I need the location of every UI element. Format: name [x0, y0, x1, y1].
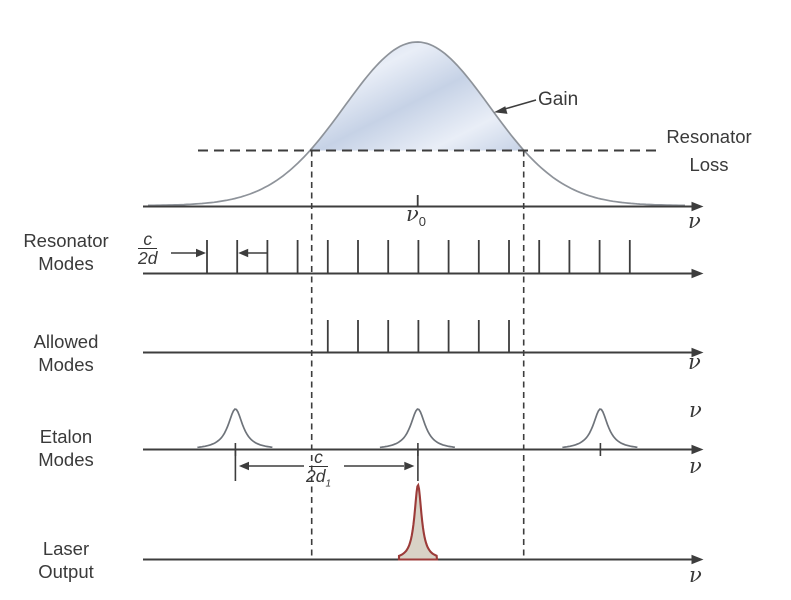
nu-subscript: 0: [418, 214, 427, 230]
laser-output-axis-arrowhead: [691, 554, 704, 565]
spacing-numerator: c: [138, 230, 158, 249]
spacing-denominator: 2d1: [306, 467, 331, 489]
gain-pointer-arrowhead: [494, 106, 508, 114]
gain-curve-label: Gain: [538, 89, 579, 110]
etalon-spacing-arrow-left-head: [238, 461, 249, 471]
etalon-mode-peak: [197, 408, 273, 449]
etalon-modes-axis-label: ν: [689, 454, 702, 478]
etalon-mode-peak: [562, 408, 638, 449]
resonator-loss-label: Resonator Loss: [650, 123, 768, 179]
row-label-allowed-modes: Allowed Modes: [6, 330, 126, 376]
spacing-denominator-text: 2d: [306, 466, 326, 486]
allowed-modes-axis-label: ν: [688, 350, 701, 374]
nu-symbol: ν: [406, 202, 419, 226]
row-label-line: Allowed: [33, 331, 99, 352]
spacing-numerator: c: [309, 448, 328, 467]
etalon-spacing-arrow-right-head: [404, 461, 415, 471]
gain-pointer-line: [502, 99, 537, 111]
row-label-line: Modes: [38, 253, 94, 274]
etalon-mode-peak: [379, 408, 455, 449]
spacing-denominator-subscript: 1: [325, 478, 332, 490]
row-label-line: Laser: [42, 538, 90, 559]
etalon-modes-upper-axis-label: ν: [689, 398, 702, 422]
etalon-modes-axis-arrowhead: [691, 444, 704, 455]
gain-frequency-axis-arrowhead: [691, 201, 704, 212]
row-label-line: Modes: [38, 354, 94, 375]
gain-axis-label: ν: [688, 209, 701, 233]
row-label-etalon-modes: Etalon Modes: [6, 425, 126, 471]
row-label-line: Modes: [38, 449, 94, 470]
gain-curve: [148, 41, 685, 207]
row-label-laser-output: Laser Output: [6, 537, 126, 583]
resonator-mode-spacing-label: c 2d: [138, 230, 157, 267]
peak-frequency-label: ν0: [406, 202, 427, 230]
row-label-line: Output: [38, 561, 94, 582]
etalon-mode-spacing-label: c 2d1: [306, 448, 331, 489]
row-label-resonator-modes: Resonator Modes: [6, 229, 126, 275]
laser-output-peak: [397, 482, 439, 561]
resonator-modes-axis-arrowhead: [691, 268, 704, 279]
resonator-loss-label-line1: Resonator: [666, 126, 752, 147]
laser-output-axis-label: ν: [689, 563, 702, 587]
row-label-line: Etalon: [39, 426, 93, 447]
spacing-denominator: 2d: [138, 248, 158, 268]
mode-spacing-arrow-left-head: [238, 248, 249, 258]
resonator-loss-label-line2: Loss: [689, 154, 729, 175]
gain-curve-fill: [310, 42, 524, 151]
allowed-modes-axis-arrowhead: [691, 347, 704, 358]
row-label-line: Resonator: [23, 230, 109, 251]
mode-spacing-arrow-right-head: [196, 248, 206, 258]
